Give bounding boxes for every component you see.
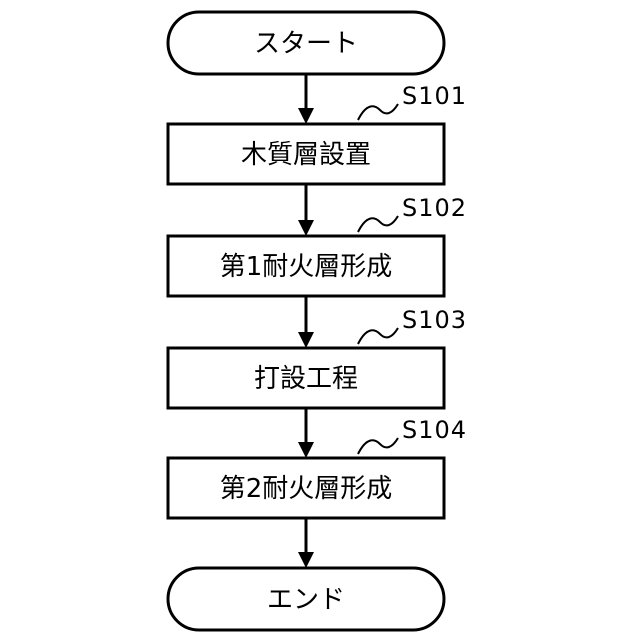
end-terminal: エンド <box>168 568 444 630</box>
start-terminal-label: スタート <box>254 29 358 59</box>
step-number-s101: S101 <box>402 82 467 110</box>
process-label-s102: 第1耐火層形成 <box>220 252 393 282</box>
arrowhead-s101-to-s102 <box>298 220 314 236</box>
process-label-s101: 木質層設置 <box>241 140 371 170</box>
arrowhead-start-to-s101 <box>298 108 314 124</box>
process-step-s104: 第2耐火層形成 S104 <box>168 416 467 518</box>
process-step-s101: 木質層設置 S101 <box>168 82 467 184</box>
end-terminal-label: エンド <box>267 585 345 615</box>
process-label-s104: 第2耐火層形成 <box>220 474 393 504</box>
step-leader-s102 <box>358 216 398 232</box>
step-leader-s101 <box>358 104 398 120</box>
process-step-s102: 第1耐火層形成 S102 <box>168 194 467 296</box>
step-number-s104: S104 <box>402 416 467 444</box>
process-label-s103: 打設工程 <box>254 364 358 394</box>
step-leader-s104 <box>358 438 398 454</box>
step-number-s103: S103 <box>402 306 467 334</box>
start-terminal: スタート <box>168 12 444 74</box>
process-step-s103: 打設工程 S103 <box>168 306 467 408</box>
arrowhead-s103-to-s104 <box>298 442 314 458</box>
arrowhead-s102-to-s103 <box>298 332 314 348</box>
arrowhead-s104-to-end <box>298 552 314 568</box>
step-leader-s103 <box>358 328 398 344</box>
step-number-s102: S102 <box>402 194 467 222</box>
